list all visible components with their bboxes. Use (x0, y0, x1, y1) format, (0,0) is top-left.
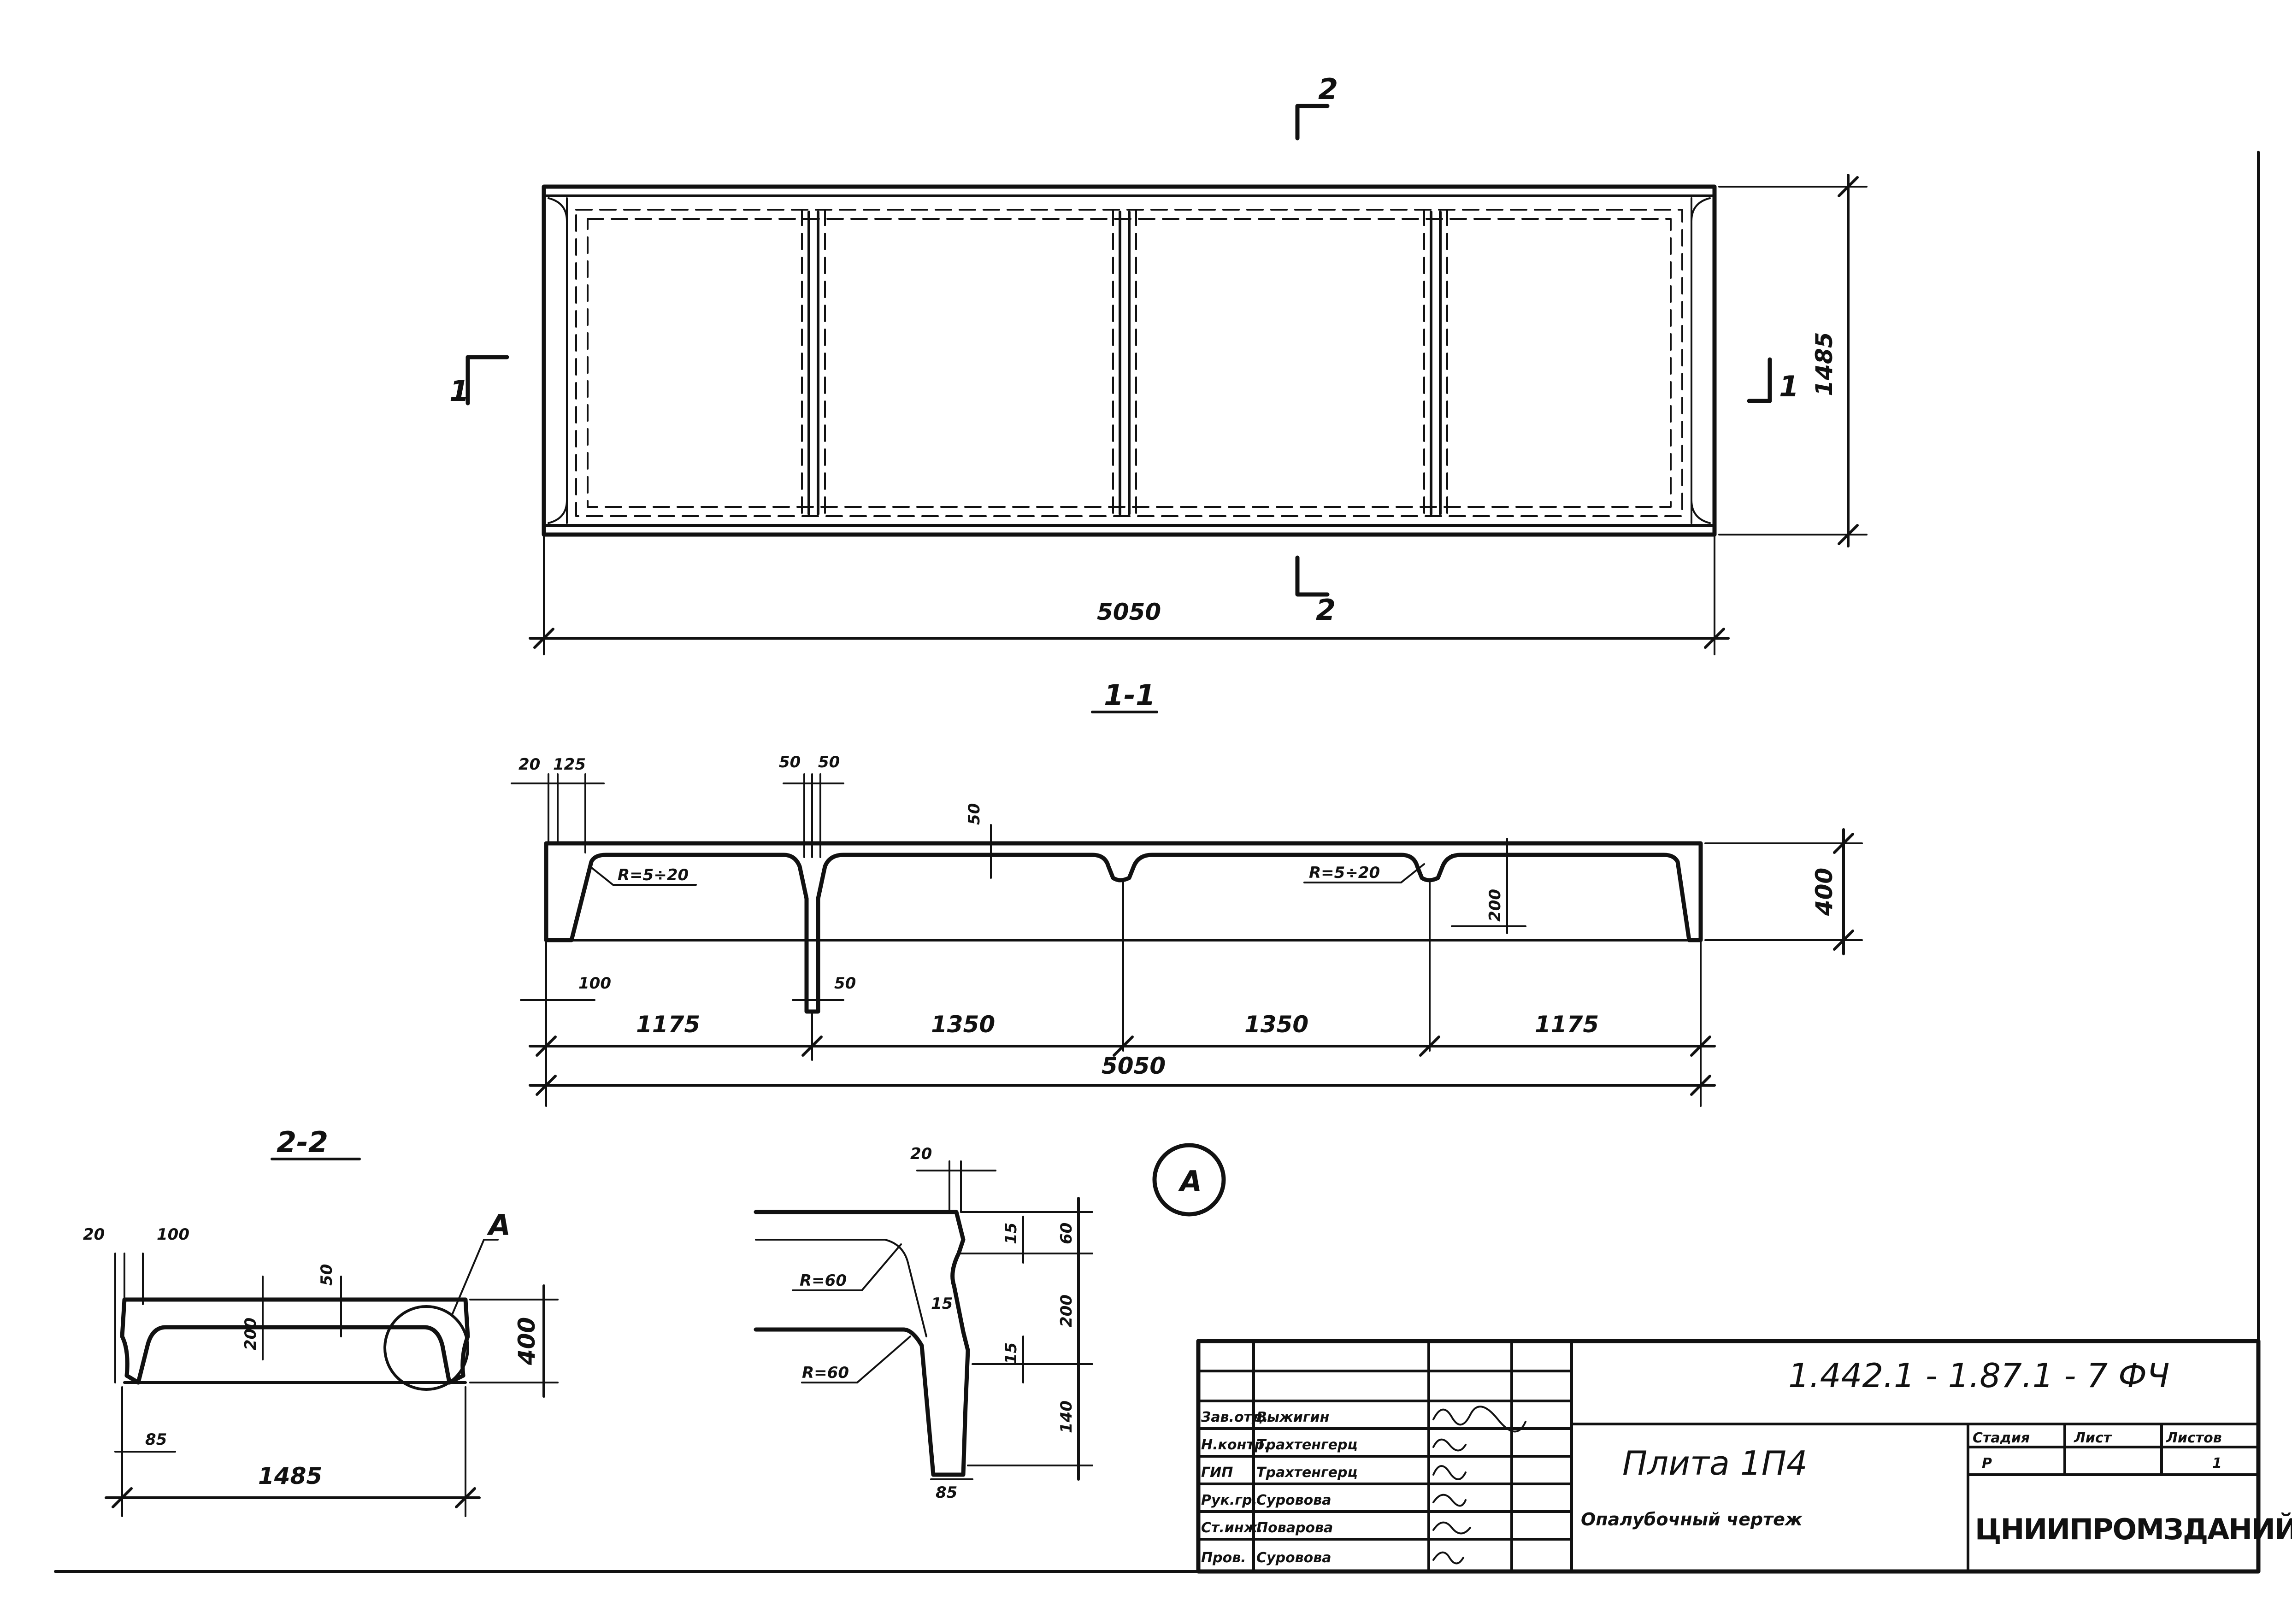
s11-flange-50: 50 (965, 803, 984, 825)
section-2-2: 2-2 А 20 100 200 50 400 85 1485 (83, 1125, 559, 1517)
s22-dim-400: 400 (513, 1317, 540, 1365)
s11-rib-200: 200 (1486, 889, 1504, 922)
title-block: Зав.отд. Н.контр. ГИП Рук.гр. Ст.инж. Пр… (1196, 1339, 2292, 1574)
s11-span-4: 1175 (1535, 1011, 1599, 1038)
plan-cut1-left: 1 (449, 374, 469, 408)
plan-cut2-bottom: 2 (1316, 593, 1336, 627)
s11-radius-right: R=5÷20 (1309, 864, 1380, 882)
tb-name-1: Выжигин (1256, 1409, 1329, 1425)
tb-name-4: Суровова (1256, 1492, 1331, 1508)
tb-role-1: Зав.отд. (1201, 1409, 1268, 1425)
s11-dim-50-bottom: 50 (834, 974, 856, 993)
tb-sheets-header: Листов (2166, 1430, 2222, 1446)
detail-a-dim-200: 200 (1057, 1294, 1076, 1327)
detail-a-dim-60: 60 (1057, 1223, 1076, 1244)
tb-sheet-header: Лист (2074, 1430, 2112, 1446)
tb-name-5: Поварова (1256, 1520, 1333, 1536)
s22-width: 1485 (258, 1463, 322, 1489)
detail-a-dim-85: 85 (936, 1483, 957, 1502)
s11-dim-100: 100 (578, 974, 611, 993)
s11-total: 5050 (1102, 1053, 1166, 1079)
tb-role-6: Пров. (1201, 1550, 1246, 1566)
section-2-2-title: 2-2 (277, 1125, 328, 1159)
s11-span-3: 1350 (1244, 1011, 1308, 1038)
plan-cut1-right: 1 (1779, 370, 1799, 403)
s22-dim-20: 20 (83, 1225, 105, 1244)
tb-role-4: Рук.гр. (1201, 1492, 1257, 1508)
detail-a-marker: А (1178, 1165, 1202, 1198)
tb-sheet: 1 (2212, 1455, 2222, 1471)
section-1-1: 1-1 R=5÷20 R=5÷20 20 125 50 50 50 200 (511, 678, 1863, 1107)
tb-product: Плита 1П4 (1622, 1444, 1808, 1483)
detail-a-dim-140: 140 (1057, 1400, 1076, 1433)
plan-width-dim: 1485 (1811, 332, 1838, 396)
s11-radius-left: R=5÷20 (618, 866, 689, 884)
s22-dim-100: 100 (157, 1225, 189, 1244)
s11-dim-50a: 50 (779, 753, 801, 771)
tb-name-2: Трахтенгерц (1256, 1437, 1358, 1453)
plan-length-dim: 5050 (1097, 599, 1161, 625)
tb-org: ЦНИИПРОМЗДАНИЙ (1975, 1512, 2292, 1546)
s11-dim-50b: 50 (818, 753, 840, 771)
s11-height-400: 400 (1811, 868, 1838, 916)
tb-role-3: ГИП (1201, 1465, 1233, 1481)
s22-callout: А (486, 1208, 511, 1242)
tb-role-5: Ст.инж. (1201, 1520, 1263, 1536)
plan-cut2-top: 2 (1318, 72, 1338, 106)
detail-a-dim-15c: 15 (1002, 1342, 1020, 1364)
s11-dim-20: 20 (518, 755, 540, 774)
s11-span-2: 1350 (931, 1011, 995, 1038)
tb-name-3: Трахтенгерц (1256, 1465, 1358, 1481)
s11-span-1: 1175 (636, 1011, 700, 1038)
tb-drawing-type: Опалубочный чертеж (1581, 1509, 1803, 1530)
s11-dim-125: 125 (553, 755, 586, 774)
tb-role-2: Н.контр. (1201, 1437, 1269, 1453)
s22-dim-200: 200 (242, 1318, 260, 1350)
detail-a-r60-top: R=60 (800, 1271, 847, 1290)
detail-a-dim-15b: 15 (931, 1294, 953, 1313)
s22-dim-85: 85 (145, 1430, 167, 1449)
tb-code: 1.442.1 - 1.87.1 - 7 ФЧ (1788, 1356, 2169, 1395)
detail-a-dim-15a: 15 (1002, 1223, 1020, 1244)
plan-view: 2 2 1 1 5050 1485 (449, 72, 1868, 655)
section-1-1-title: 1-1 (1104, 678, 1155, 712)
tb-stage: Р (1982, 1455, 1992, 1471)
tb-stage-header: Стадия (1973, 1430, 2030, 1446)
detail-a-dim-20: 20 (910, 1145, 932, 1163)
detail-a-r60-bottom: R=60 (802, 1364, 849, 1382)
detail-a: А R=60 R=60 20 60 200 140 15 15 15 85 (754, 1143, 1226, 1502)
signatures (1432, 1406, 1526, 1565)
s22-dim-50: 50 (318, 1264, 336, 1286)
tb-name-6: Суровова (1256, 1550, 1331, 1566)
